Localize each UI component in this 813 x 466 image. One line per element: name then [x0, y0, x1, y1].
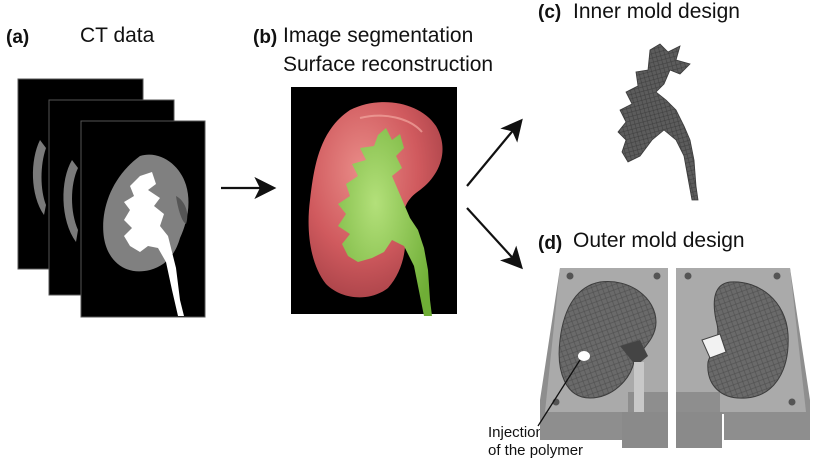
mold-hole	[773, 272, 781, 280]
outer-mold-right-half	[676, 268, 810, 448]
outer-mold-left-channel	[634, 362, 644, 412]
panel-d-letter: (d)	[538, 233, 563, 254]
ct-contrast-collecting-system	[124, 172, 184, 316]
outer-mold-right-cavity	[707, 281, 789, 399]
panel-a-title: CT data	[80, 24, 155, 47]
panel-b-letter: (b)	[253, 27, 278, 48]
panel-d-title: Outer mold design	[573, 229, 745, 252]
mold-hole	[788, 398, 796, 406]
panel-b-title-line1: Image segmentation	[283, 24, 474, 47]
outer-mold-left-hilum	[620, 340, 648, 366]
panel-b-title-line2: Surface reconstruction	[283, 53, 494, 76]
mold-hole	[653, 272, 661, 280]
arrow-b-to-d	[466, 207, 523, 270]
panel-c-letter: (c)	[538, 2, 562, 23]
segmentation-panel	[291, 87, 457, 316]
ct-slice-middle-kidney	[63, 160, 78, 242]
ct-renal-vessel	[176, 196, 188, 224]
injection-point-marker	[578, 351, 590, 361]
outer-mold-left-half	[540, 268, 668, 448]
kidney-highlight	[359, 114, 423, 133]
panel-a-letter: (a)	[6, 27, 30, 48]
inner-mold-shape	[617, 43, 699, 201]
arrow-b-to-c	[466, 118, 523, 187]
panel-c-title: Inner mold design	[573, 0, 740, 23]
outer-mold-right-hilum	[701, 333, 727, 359]
outer-mold-left-cavity	[558, 281, 657, 399]
collecting-system-green	[338, 128, 432, 316]
outer-mold-left-tab	[622, 412, 668, 448]
ct-slice-back-kidney	[32, 140, 46, 215]
mold-hole	[566, 272, 574, 280]
mold-hole	[684, 272, 692, 280]
injection-point-pointer	[537, 359, 581, 427]
injection-point-line2: of the polymer	[488, 442, 584, 459]
ct-slice-stack	[17, 78, 206, 318]
outer-mold-right-tab	[676, 412, 722, 448]
